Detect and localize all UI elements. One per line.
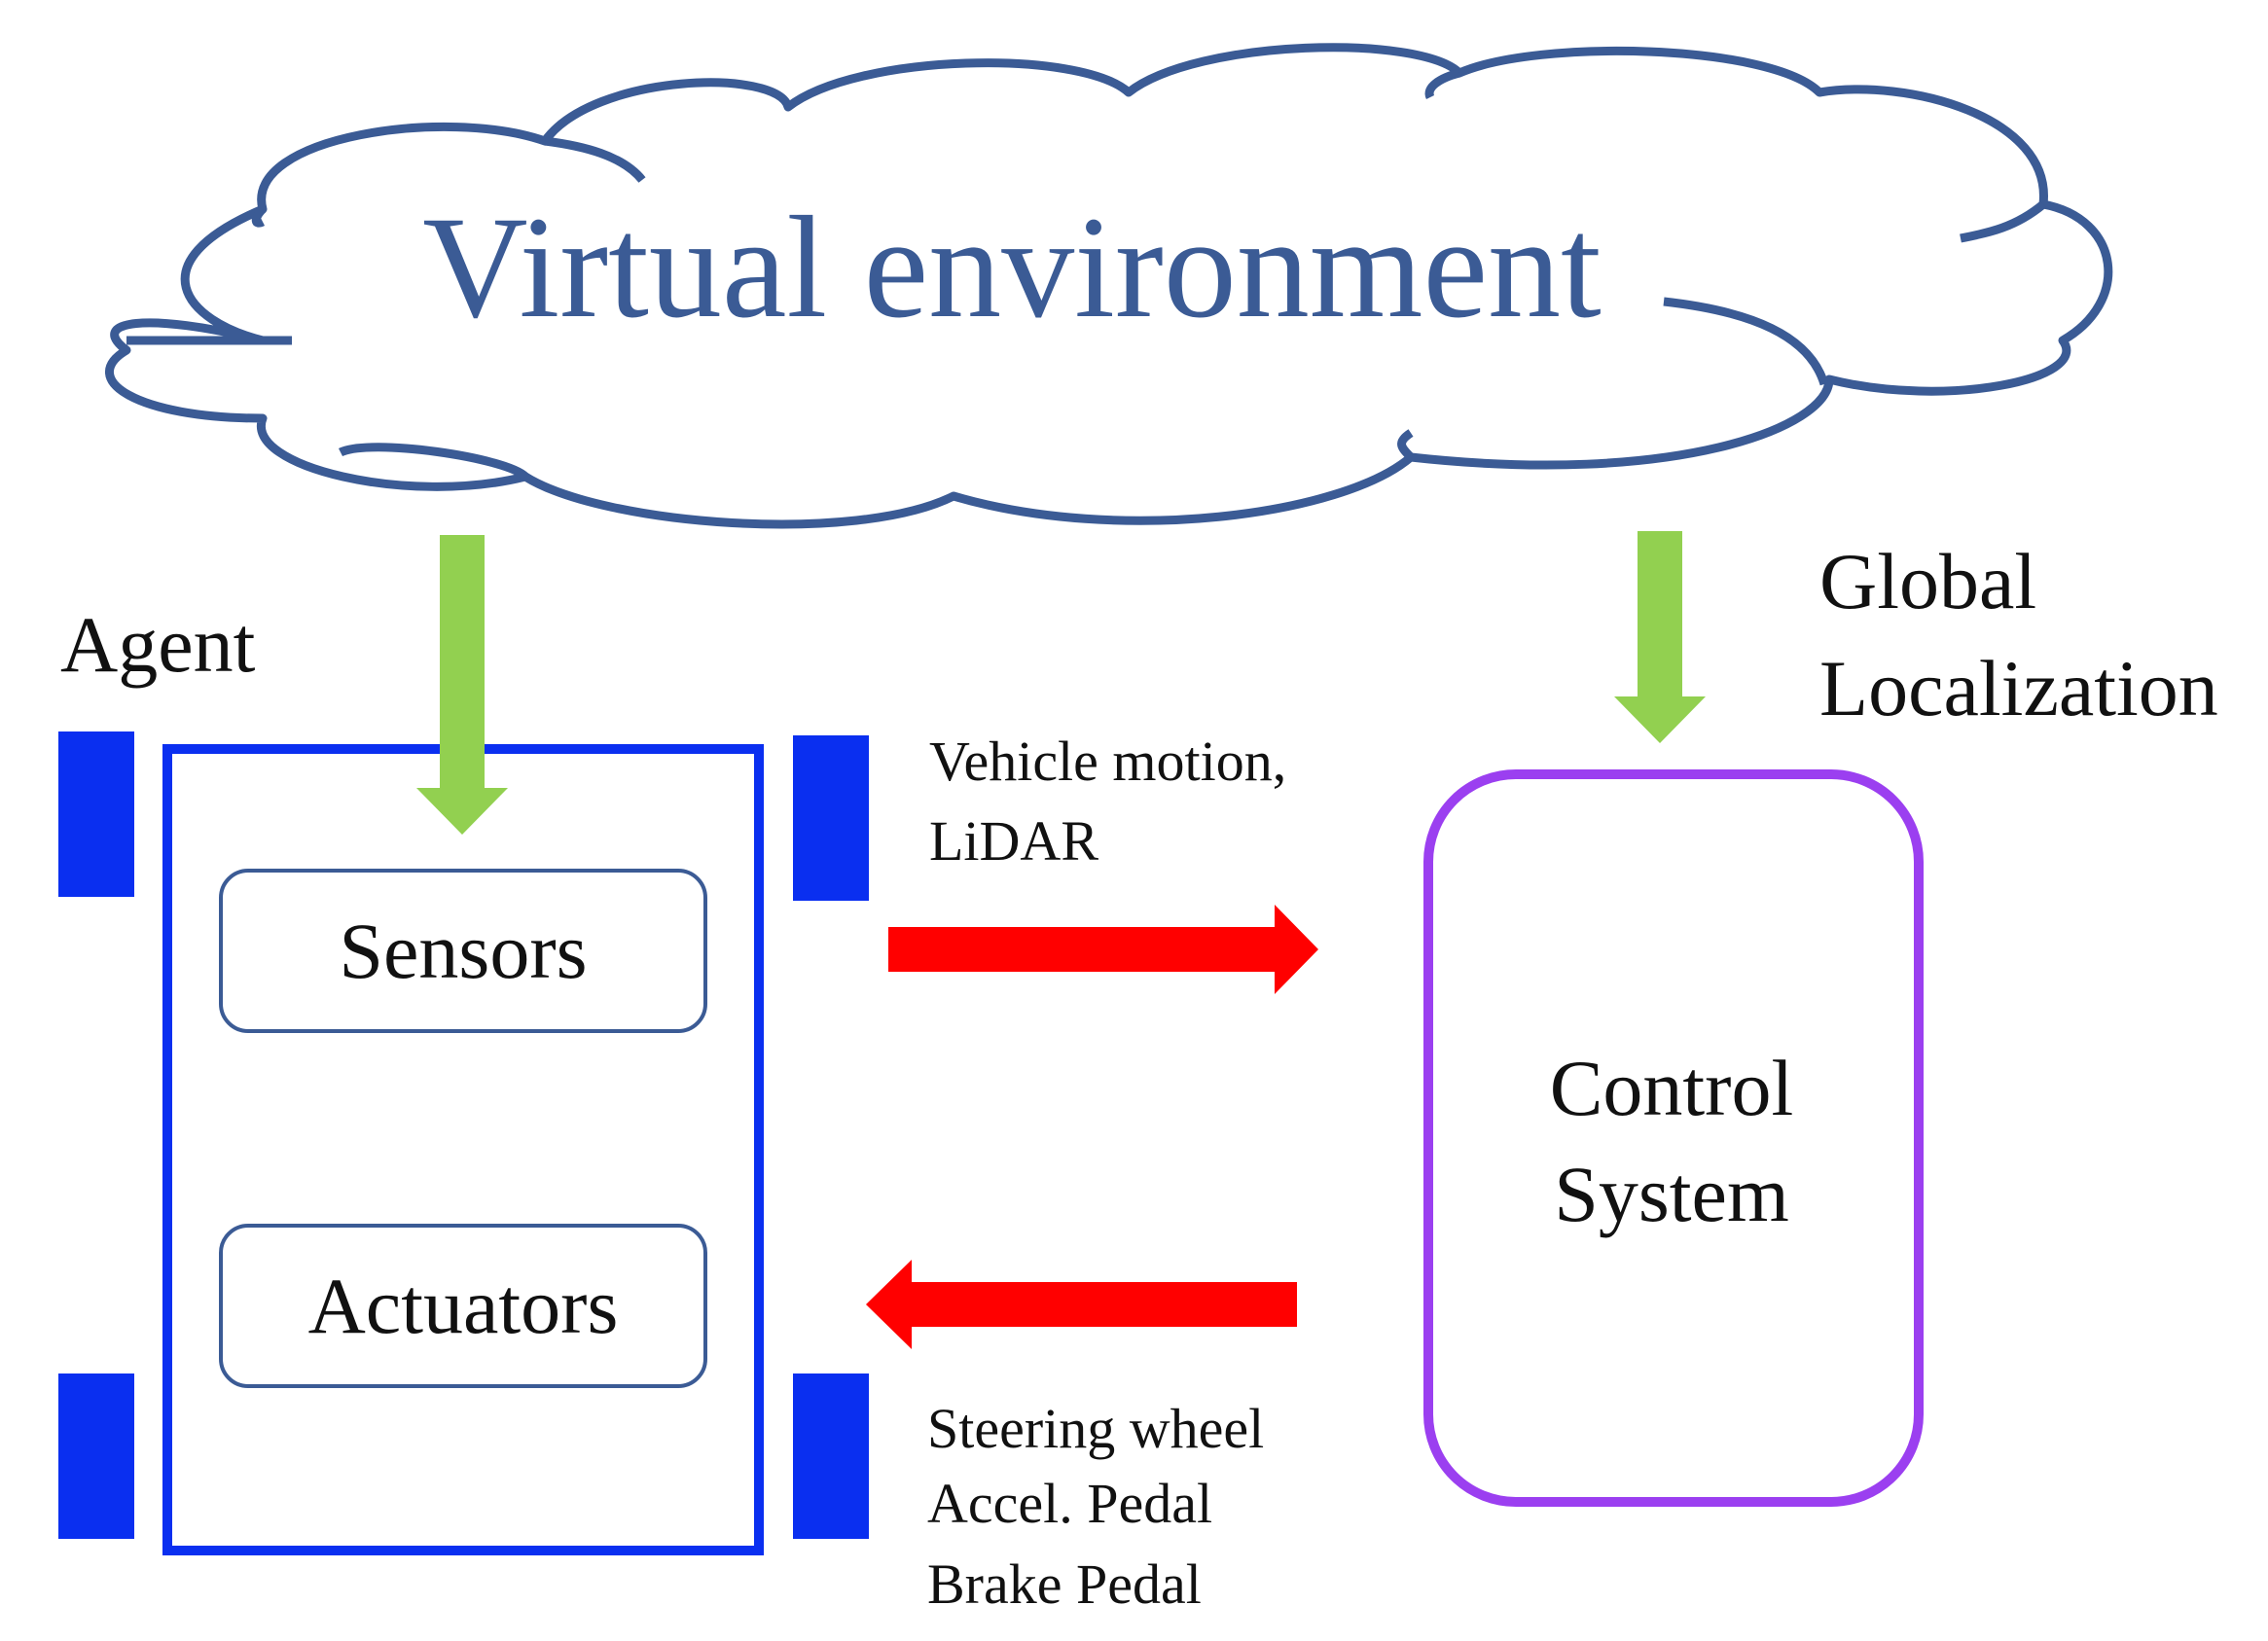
arrow-shaft [888,927,1278,972]
red-arrow-to-agent [866,1260,1297,1349]
green-arrow-to-control [1614,531,1706,743]
arrow-shaft [440,535,485,790]
wheel-rear-right [793,1373,869,1539]
global-label-line2: Localization [1819,644,2218,732]
arrow-head [866,1260,912,1349]
cloud-puff-line [338,443,529,481]
sensors-box [219,869,707,1033]
arrow-head [1614,696,1706,743]
green-arrow-to-agent [416,535,508,835]
wheel-front-left [58,731,134,897]
backward-signal-line3: Brake Pedal [927,1552,1202,1616]
forward-signal-line1: Vehicle motion, [929,730,1286,793]
wheel-rear-left [58,1373,134,1539]
cloud-puff-line [1397,429,1415,461]
cloud-title: Virtual environment [422,187,1602,348]
forward-signal-line2: LiDAR [929,809,1098,873]
arrow-shaft [910,1282,1297,1327]
cloud-puff-line [251,205,267,228]
virtual-environment-cloud: Virtual environment [105,43,2113,529]
backward-signal-line1: Steering wheel [927,1397,1264,1460]
control-system-box [1423,769,1924,1507]
cloud-shape [105,43,2113,529]
arrow-head [1275,905,1318,994]
arrow-head [416,788,508,835]
actuators-label: Actuators [308,1262,619,1350]
red-arrow-to-control [888,905,1318,994]
control-label-line2: System [1554,1150,1788,1238]
sensors-label: Sensors [339,907,587,995]
global-label-line1: Global [1819,537,2036,625]
cloud-puff-line [1960,200,2046,243]
agent-label: Agent [60,600,256,689]
cloud-puff-line [1663,297,1829,386]
agent-vehicle: Sensors Actuators [58,731,869,1555]
backward-signal-line2: Accel. Pedal [927,1472,1212,1535]
cloud-puff-line [544,136,646,183]
control-system: Control System [1423,769,1924,1507]
actuators-box [219,1224,707,1388]
arrow-shaft [1638,531,1682,698]
control-label-line1: Control [1550,1044,1794,1132]
cloud-puff-line [1424,68,1461,100]
wheel-front-right [793,735,869,901]
